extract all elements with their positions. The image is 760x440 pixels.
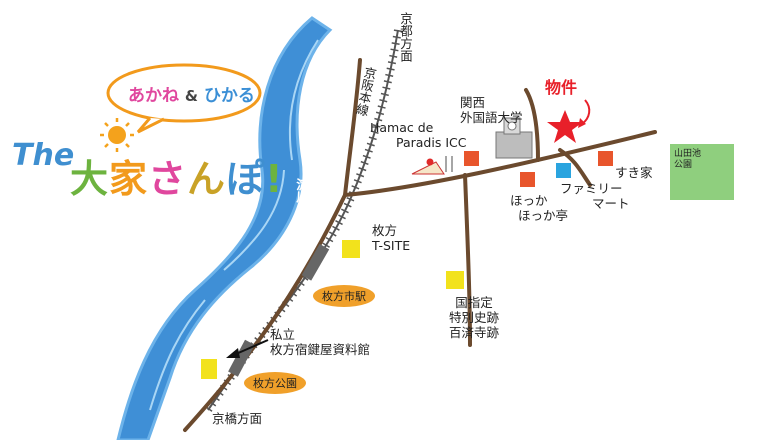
- hirakatashi-station-marker: [301, 243, 330, 281]
- kagiya-museum-marker: [201, 359, 217, 379]
- kyoto-direction-label: 京都方面: [398, 12, 413, 62]
- map-markers: [201, 151, 613, 379]
- yodo-river: [116, 16, 333, 440]
- side-road: [558, 148, 592, 187]
- yamadaike-park: 山田池 公園: [670, 144, 734, 200]
- title-char: !: [265, 157, 284, 201]
- kansai-gaidai-label-line1: 関西: [460, 95, 486, 110]
- roads: [183, 58, 657, 432]
- property-arrow-head-icon: [578, 118, 586, 128]
- property-road: [524, 88, 540, 162]
- tsite-label-line1: 枚方: [372, 223, 398, 238]
- hirakatakoen-station-marker: [228, 339, 255, 377]
- title-char: ん: [187, 157, 227, 201]
- hikaru-name: ひかる: [203, 86, 255, 106]
- bubble-title: あかね & ひかる: [128, 81, 255, 106]
- kudara-label-line3: 百済寺跡: [448, 325, 499, 340]
- kudara-marker: [446, 271, 464, 289]
- museum-label-line2: 枚方宿鍵屋資料館: [270, 342, 371, 357]
- hokka-label-line1: ほっか: [510, 193, 548, 208]
- cake-icon: [411, 156, 453, 175]
- property-star-icon: [547, 110, 583, 143]
- south-road: [463, 173, 472, 347]
- title-main: 大家さんぽ!: [70, 148, 283, 203]
- hamac-marker: [464, 151, 479, 166]
- hokka-marker: [520, 172, 535, 187]
- kyobashi-direction-label: 京橋方面: [212, 411, 263, 426]
- park-label-line1: 山田池: [674, 149, 702, 159]
- hirakatakoen-station-label: 枚方公園: [244, 372, 306, 394]
- title-char: ぽ: [226, 157, 266, 201]
- title-char: 家: [109, 157, 149, 201]
- hamac-label-line1: Hamac de: [370, 120, 434, 135]
- kudara-label-line2: 特別史跡: [448, 310, 499, 325]
- kansai-gaidai-building-icon: [495, 117, 533, 159]
- sukiya-marker: [598, 151, 613, 166]
- kansai-gaidai-label-line2: 外国語大学: [460, 110, 523, 125]
- sukiya-label: すき家: [615, 165, 653, 180]
- hokka-label-line2: ほっか亭: [518, 208, 569, 223]
- property-label: 物件: [545, 78, 578, 97]
- park-label-line2: 公園: [674, 160, 693, 170]
- tsite-label-line2: T-SITE: [372, 238, 411, 253]
- familymart-marker: [556, 163, 571, 178]
- hirakatashi-station-label: 枚方市駅: [313, 285, 375, 307]
- title-char: 大: [70, 157, 110, 201]
- title-char: さ: [148, 157, 188, 201]
- ampersand: &: [184, 87, 199, 105]
- hamac-label-line2: Paradis ICC: [396, 135, 467, 150]
- property-arrow-icon: [581, 99, 591, 125]
- yodogawa-label: 淀川: [294, 178, 309, 203]
- title-speech-bubble: [106, 63, 262, 134]
- kudara-label-line1: 国指定: [455, 295, 493, 310]
- museum-arrow-icon: [226, 339, 269, 358]
- tsite-marker: [342, 240, 360, 258]
- north-road: [343, 58, 362, 197]
- museum-label-line1: 私立: [270, 327, 296, 342]
- familymart-label-line1: ファミリー: [560, 181, 623, 196]
- akane-name: あかね: [128, 86, 179, 106]
- sun-icon: [100, 118, 134, 152]
- familymart-label-line2: マート: [592, 196, 630, 211]
- title-the: The: [12, 138, 75, 173]
